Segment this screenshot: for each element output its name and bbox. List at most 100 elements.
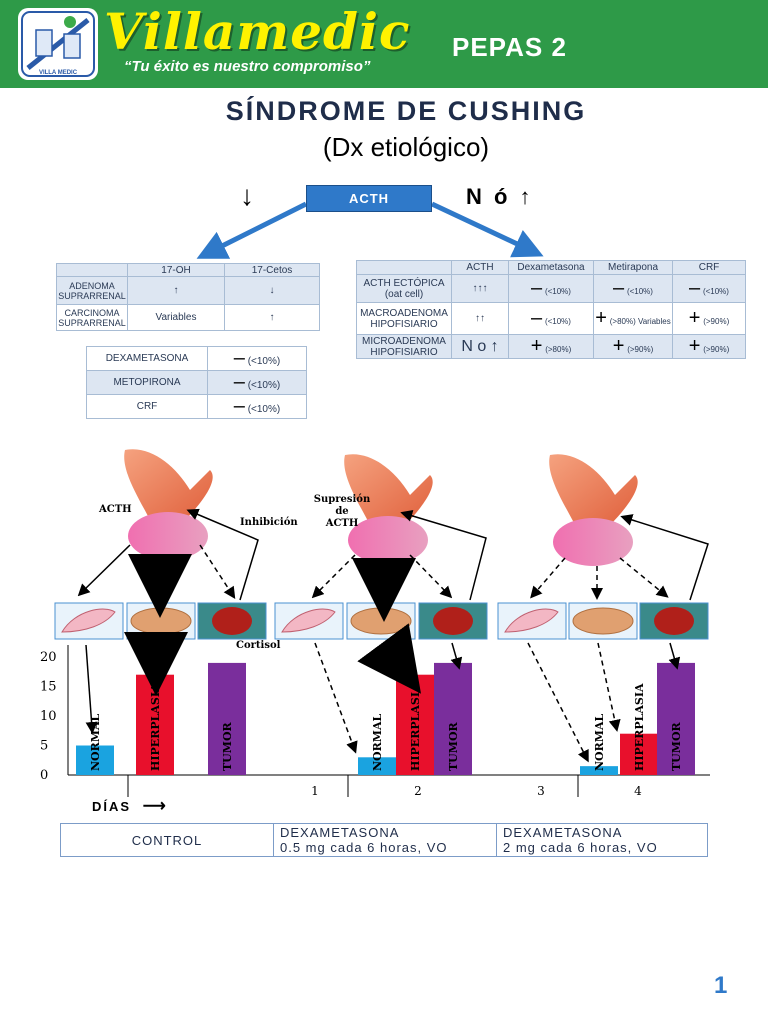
protocol-control: CONTROL — [60, 823, 274, 857]
bar-label: HIPERPLASIA — [409, 683, 422, 771]
x-tick-label: 4 — [634, 784, 642, 798]
cell-value: (>90%) — [703, 317, 730, 326]
table-cell: N o ↑ — [451, 334, 509, 359]
bar-label: NORMAL — [371, 714, 384, 771]
protocol-dose: 0.5 mg cada 6 horas, VO — [280, 840, 448, 855]
cell-value: (<10%) — [544, 317, 571, 326]
arrow-right-icon: ⟶ — [142, 798, 168, 815]
bar-label: HIPERPLASIA — [149, 683, 162, 771]
table-header: Dexametasona — [508, 260, 594, 275]
x-tick-label: 1 — [311, 784, 319, 798]
cell-sign: + — [688, 307, 701, 329]
x-axis-label-text: DÍAS — [92, 799, 132, 814]
test-name: METOPIRONA — [86, 370, 208, 395]
protocol-drug: DEXAMETASONA — [280, 825, 400, 840]
bar-normal — [358, 757, 396, 775]
cortisol-label: Cortisol — [236, 640, 281, 651]
flow-arrows — [196, 201, 544, 259]
cortisol-bar-chart: 20 15 10 5 0 1 2 3 4 NORMAL HIPERPLASIA TUMOR NORMAL… — [40, 645, 710, 798]
tissue-images — [54, 602, 709, 640]
bar-normal — [580, 766, 618, 775]
page-title: SÍNDROME DE CUSHING — [225, 96, 587, 126]
y-tick-label: 15 — [40, 680, 57, 695]
bar-tumor — [208, 662, 246, 775]
brand-name: Villamedic — [104, 2, 411, 61]
test-sign: – — [233, 395, 245, 417]
table-header: 17-Cetos — [224, 263, 320, 277]
bar-label: TUMOR — [670, 721, 683, 771]
inhibicion-label: Inhibición — [240, 517, 298, 528]
table-header: ACTH — [451, 260, 509, 275]
acth-low-arrow: ↓ — [240, 180, 254, 211]
cell-sign: + — [612, 335, 625, 357]
test-value: (<10%) — [247, 404, 281, 415]
cell-sign: – — [613, 277, 625, 299]
supresion-label: ACTH — [325, 518, 359, 529]
pituitary-gland-2 — [344, 454, 433, 564]
protocol-drug: DEXAMETASONA — [503, 825, 623, 840]
table-cell: ↓ — [224, 276, 320, 305]
bar-label: TUMOR — [447, 721, 460, 771]
cell-sign: – — [689, 277, 701, 299]
bar-label: TUMOR — [221, 721, 234, 771]
pituitary-chart-figure: ACTH Inhibición Supresión de ACTH Cortis… — [40, 449, 710, 798]
acth-high-label: N ó ↑ — [466, 184, 534, 209]
test-value: (<10%) — [247, 380, 281, 391]
header-banner — [0, 0, 768, 88]
flow-arrow-left — [196, 201, 308, 259]
cell-sign: – — [531, 277, 543, 299]
cell-value: (<10%) — [544, 287, 571, 296]
x-tick-label: 3 — [537, 784, 545, 798]
cell-value: (>90%) — [703, 345, 730, 354]
cell-value: (<10%) — [702, 287, 729, 296]
test-value: (<10%) — [247, 356, 281, 367]
table-suppression-tests: DEXAMETASONA – (<10%) METOPIRONA – (<10%… — [86, 346, 307, 419]
y-tick-label: 0 — [40, 768, 48, 783]
test-sign: – — [233, 371, 245, 393]
supresion-label: Supresión — [314, 494, 371, 505]
villamedic-logo: VILLA MEDIC — [18, 8, 98, 80]
table-cell: ↑↑↑ — [451, 274, 509, 303]
test-sign: – — [233, 347, 245, 369]
page-subtitle: (Dx etiológico) — [322, 132, 490, 162]
logo-text: VILLA MEDIC — [39, 70, 78, 76]
cell-sign: – — [531, 307, 543, 329]
acth-box: ACTH — [306, 185, 432, 212]
bar-tumor — [657, 662, 695, 775]
cell-sign: + — [595, 307, 607, 329]
feedback-arrows — [77, 508, 709, 622]
series-label: PEPAS 2 — [452, 32, 567, 62]
y-tick-label: 5 — [40, 739, 48, 754]
pituitary-gland-1 — [124, 449, 213, 560]
x-axis-label: DÍAS ⟶ — [92, 796, 168, 816]
bar-normal — [76, 745, 114, 775]
table-high-acth: ACTH Dexametasona Metirapona CRF ACTH EC… — [356, 260, 746, 359]
table-low-acth: 17-OH 17-Cetos ADENOMA SUPRARRENAL ↑ ↓ C… — [56, 263, 320, 331]
table-cell: MICROADENOMA HIPOFISIARIO — [356, 334, 452, 359]
bar-tumor — [434, 662, 472, 775]
cell-sign: + — [530, 335, 543, 357]
cell-sign: + — [688, 335, 701, 357]
flow-arrow-right — [430, 201, 544, 258]
tissue-to-bar-arrows — [85, 623, 681, 763]
table-cell: ↑ — [127, 276, 225, 305]
protocol-dose: 2 mg cada 6 horas, VO — [503, 840, 658, 855]
cell-value: (>80%) — [545, 345, 572, 354]
cell-value: (>90%) — [627, 345, 654, 354]
table-cell: ADENOMA SUPRARRENAL — [56, 276, 128, 305]
page-number: 1 — [714, 972, 728, 999]
supresion-label: de — [335, 506, 348, 517]
table-cell: ↑ — [224, 304, 320, 331]
cell-value: (<10%) — [626, 287, 653, 296]
bar-label: NORMAL — [593, 714, 606, 771]
cell-value: (>80%) Variables — [609, 317, 671, 326]
y-tick-label: 20 — [40, 650, 57, 665]
bar-label: HIPERPLASIA — [633, 683, 646, 771]
y-tick-label: 10 — [40, 709, 57, 724]
x-tick-label: 2 — [414, 784, 422, 798]
table-cell: ACTH ECTÓPICA (oat cell) — [356, 274, 452, 303]
brand-slogan: “Tu éxito es nuestro compromiso” — [124, 58, 371, 75]
bar-hiperplasia — [620, 733, 658, 775]
pituitary-gland-3 — [549, 454, 638, 566]
acth-label: ACTH — [98, 504, 132, 515]
